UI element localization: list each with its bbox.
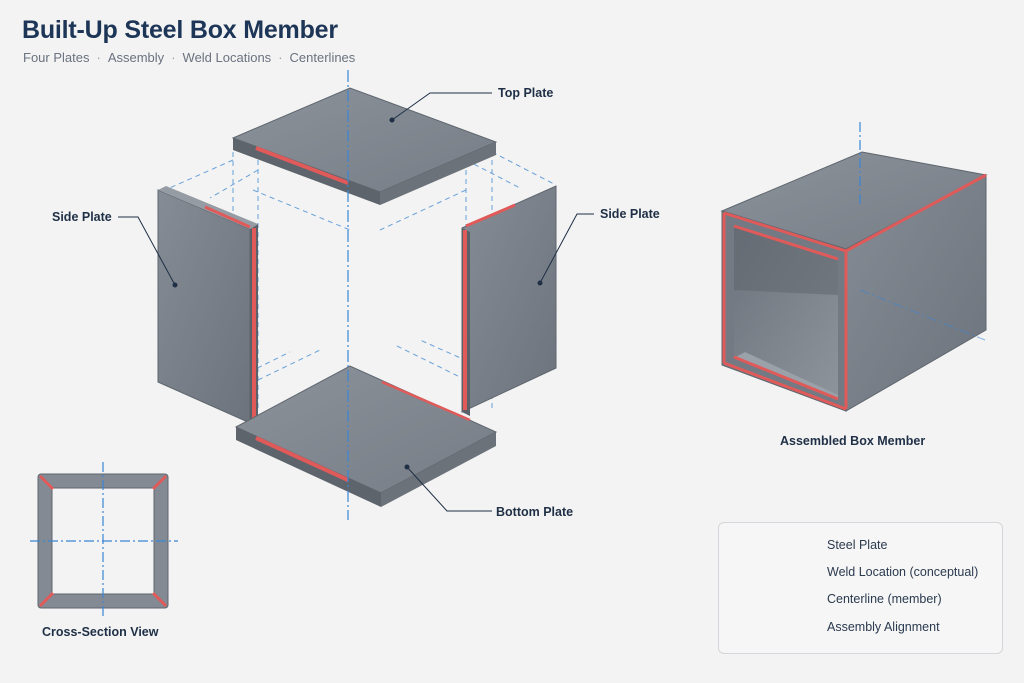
callout-bottom-plate: Bottom Plate	[496, 505, 574, 519]
subtitle-item: Four Plates	[23, 50, 90, 65]
legend-item-assembly-alignment: Assembly Alignment	[718, 618, 1001, 640]
subtitle-item: Centerlines	[289, 50, 356, 65]
legend-label: Assembly Alignment	[827, 620, 940, 634]
legend-label: Weld Location (conceptual)	[827, 565, 979, 579]
assembled-box-member	[720, 122, 988, 412]
bottom-plate	[234, 365, 498, 507]
legend-item-weld-location: Weld Location (conceptual)	[718, 563, 1001, 585]
callout-top-plate: Top Plate	[498, 86, 554, 100]
caption-assembled-box-member: Assembled Box Member	[780, 434, 926, 448]
legend-label: Centerline (member)	[827, 592, 942, 606]
bottom-plate-weld-line	[255, 436, 349, 482]
subtitle-item: Assembly	[107, 50, 165, 65]
callout-side-plate-right: Side Plate	[600, 207, 660, 221]
top-plate-weld-line	[255, 146, 349, 185]
side-plate-left-top-weld	[204, 205, 251, 229]
callout-side-plate-left: Side Plate	[52, 210, 112, 224]
cross-section-view	[30, 462, 178, 618]
callout-dots	[172, 117, 543, 470]
side-plate-right-top-weld	[465, 203, 516, 228]
bottom-plate-back-weld	[381, 380, 471, 422]
caption-cross-section-view: Cross-Section View	[42, 625, 159, 639]
top-plate	[231, 87, 498, 205]
page-title: Built-Up Steel Box Member	[22, 16, 338, 44]
legend-item-centerline: Centerline (member)	[718, 590, 1001, 612]
side-plate-left	[157, 186, 258, 424]
legend	[718, 522, 1003, 654]
callout-leaders	[118, 92, 594, 512]
legend-item-steel-plate: Steel Plate	[718, 536, 1001, 558]
legend-label: Steel Plate	[827, 538, 888, 552]
page-subtitle: Four Plates·Assembly·Weld Locations·Cent…	[23, 50, 356, 65]
subtitle-item: Weld Locations	[182, 50, 272, 65]
